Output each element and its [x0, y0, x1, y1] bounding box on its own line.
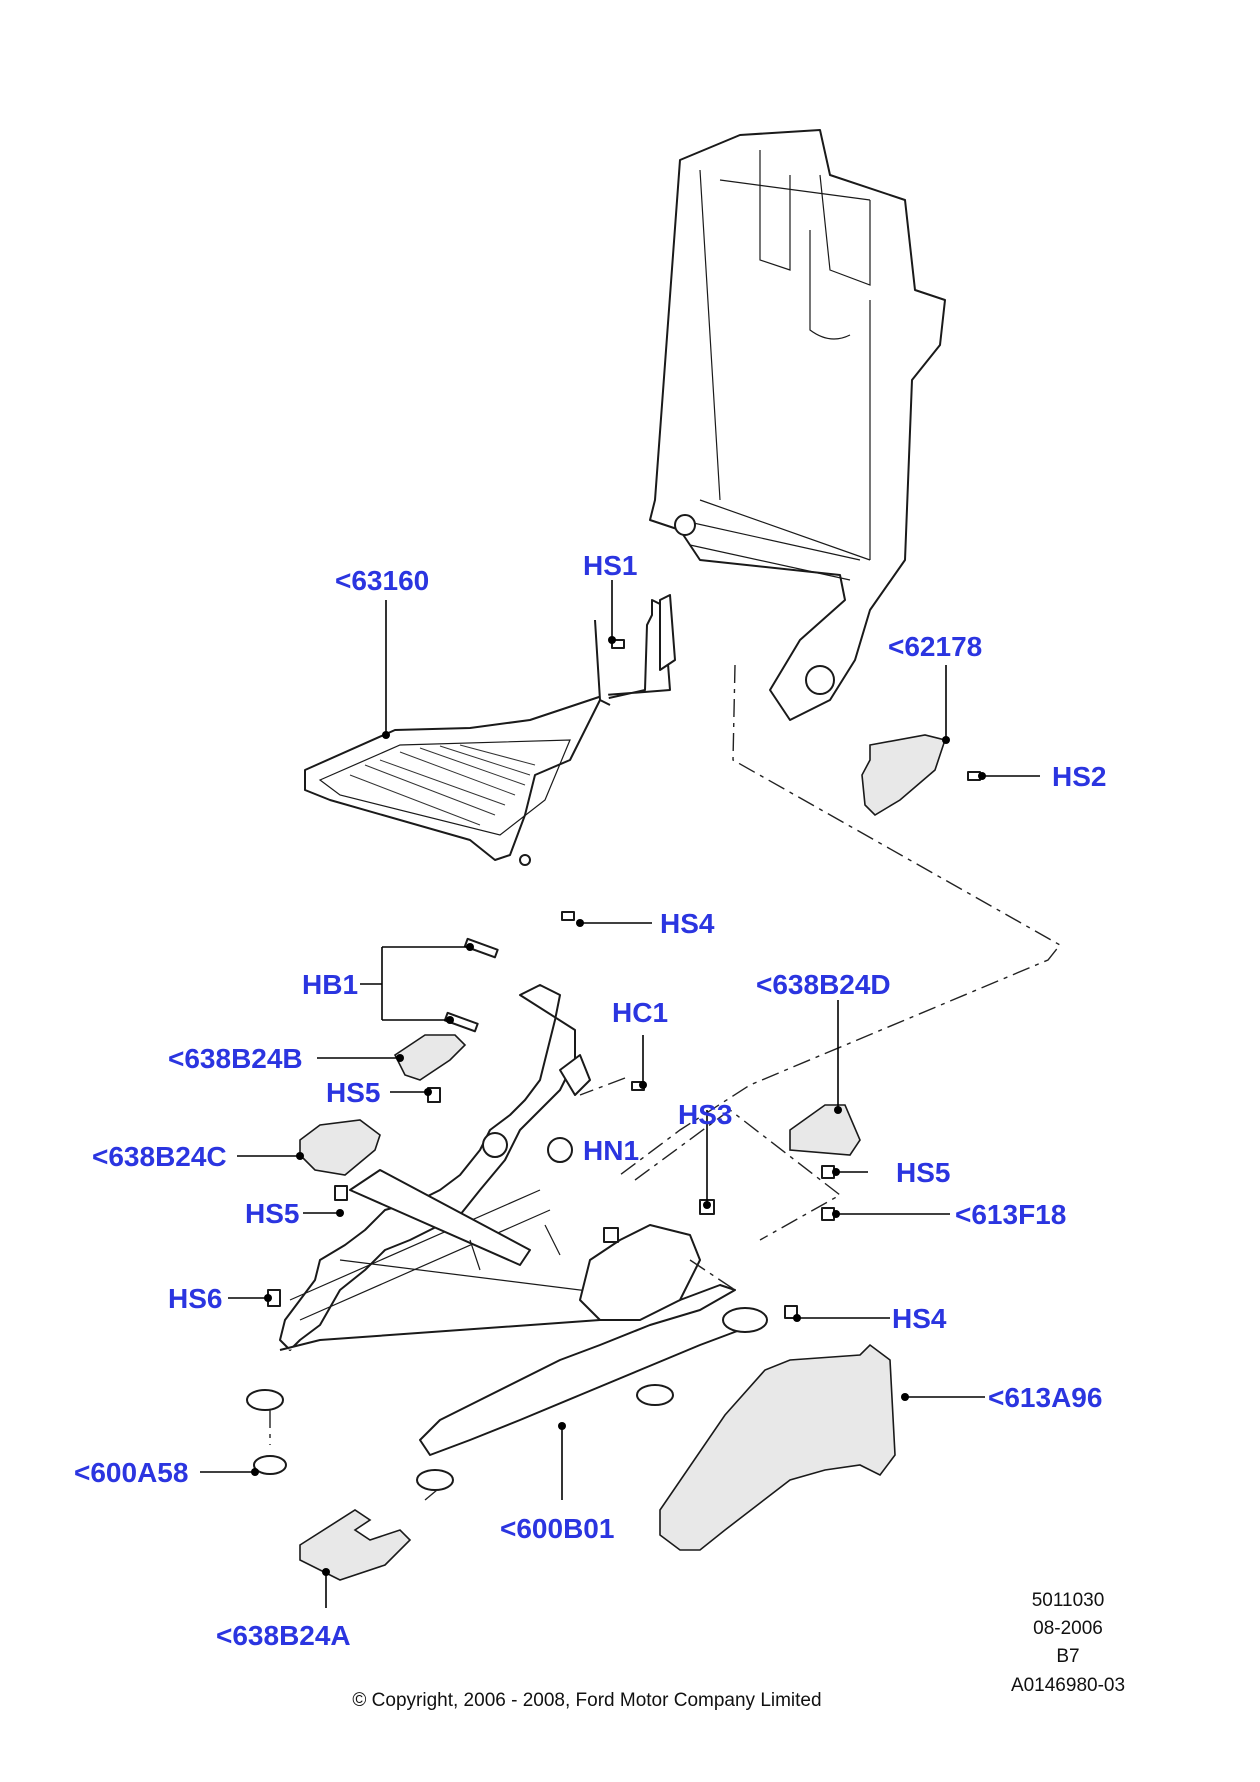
label-hs1: HS1 [583, 550, 637, 581]
label-hn1: HN1 [583, 1135, 639, 1166]
label-613a96: <613A96 [988, 1382, 1102, 1413]
label-hs3: HS3 [678, 1099, 732, 1130]
meta-drawing-number: A0146980-03 [1011, 1675, 1125, 1696]
label-hs5-a: HS5 [326, 1077, 380, 1108]
fastener-glyphs [267, 639, 981, 1319]
bracket-62178-illustration [861, 734, 947, 817]
label-63160: <63160 [335, 565, 429, 596]
copyright-notice: © Copyright, 2006 - 2008, Ford Motor Com… [352, 1690, 821, 1711]
label-613f18: <613F18 [955, 1199, 1066, 1230]
cover-638b24d-illustration [789, 1104, 861, 1156]
label-638b24c: <638B24C [92, 1141, 227, 1172]
label-638b24d: <638B24D [756, 969, 891, 1000]
label-hs5-c: HS5 [245, 1198, 299, 1229]
label-hc1: HC1 [612, 997, 668, 1028]
label-600a58: <600A58 [74, 1457, 188, 1488]
meta-code: 5011030 [1032, 1590, 1105, 1611]
assembly-dash-lines [269, 664, 1062, 1501]
meta-date: 08-2006 [1033, 1618, 1103, 1639]
label-hs2: HS2 [1052, 761, 1106, 792]
label-hs6: HS6 [168, 1283, 222, 1314]
label-600b01: <600B01 [500, 1513, 614, 1544]
label-62178: <62178 [888, 631, 982, 662]
meta-revision: B7 [1056, 1646, 1079, 1667]
seat-track-frame-illustration [246, 984, 768, 1491]
callout-leaders [200, 580, 1040, 1608]
label-hs4-top: HS4 [660, 908, 715, 939]
seat-cushion-pan-illustration [304, 594, 676, 866]
label-638b24a: <638B24A [216, 1620, 351, 1651]
label-hb1: HB1 [302, 969, 358, 1000]
cover-638b24a-illustration [299, 1509, 412, 1581]
shield-613a96-illustration [659, 1343, 896, 1551]
cover-638b24b-illustration [393, 1034, 467, 1081]
label-hs5-b: HS5 [896, 1157, 950, 1188]
seat-back-frame-illustration [649, 129, 946, 721]
cover-638b24c-illustration [299, 1119, 381, 1176]
label-hs4-bottom: HS4 [892, 1303, 947, 1334]
label-638b24b: <638B24B [168, 1043, 303, 1074]
